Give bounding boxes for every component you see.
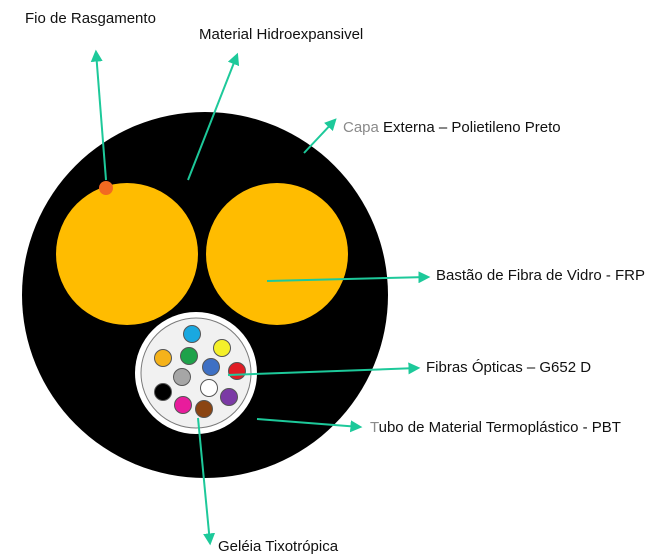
fiber-rose bbox=[174, 396, 192, 414]
fiber-yellow bbox=[213, 339, 231, 357]
label-outer-jacket-prefix: Capa bbox=[343, 119, 379, 136]
label-outer-jacket: Capa Externa – Polietileno Preto bbox=[343, 119, 561, 136]
arrow-rip-cord bbox=[90, 49, 107, 181]
fiber-red bbox=[228, 362, 246, 380]
label-fibers: Fibras Ópticas – G652 D bbox=[426, 359, 592, 376]
label-tube: Tubo de Material Termoplástico - PBT bbox=[370, 419, 621, 436]
fiber-sky-blue bbox=[183, 325, 201, 343]
optical-fibers bbox=[154, 325, 246, 418]
rip-cord bbox=[99, 181, 113, 195]
arrow-tube bbox=[256, 418, 363, 433]
arrow-gel bbox=[197, 417, 216, 546]
label-water-swell: Material Hidroexpansivel bbox=[199, 26, 364, 43]
frp-rod-left bbox=[56, 183, 198, 325]
fiber-green bbox=[180, 347, 198, 365]
label-tube-rest: ubo de Material Termoplástico - PBT bbox=[378, 419, 621, 436]
frp-rod-right bbox=[206, 183, 348, 325]
fiber-orange bbox=[154, 349, 172, 367]
label-frp-rod: Bastão de Fibra de Vidro - FRP bbox=[436, 267, 645, 284]
arrow-outer-jacket bbox=[303, 118, 337, 154]
label-rip-cord: Fio de Rasgamento bbox=[25, 10, 156, 27]
arrow-fibers bbox=[227, 362, 421, 376]
fiber-black bbox=[154, 383, 172, 401]
fiber-violet bbox=[220, 388, 238, 406]
label-tube-prefix: T bbox=[370, 419, 379, 436]
fiber-grey bbox=[173, 368, 191, 386]
arrow-frp-rod bbox=[266, 271, 431, 284]
fiber-brown bbox=[195, 400, 213, 418]
leader-arrows bbox=[90, 49, 431, 546]
fiber-white bbox=[200, 379, 218, 397]
label-outer-jacket-rest: Externa – Polietileno Preto bbox=[378, 119, 561, 136]
fiber-blue bbox=[202, 358, 220, 376]
arrow-water-swell bbox=[187, 52, 240, 181]
label-gel: Geléia Tixotrópica bbox=[218, 538, 339, 555]
